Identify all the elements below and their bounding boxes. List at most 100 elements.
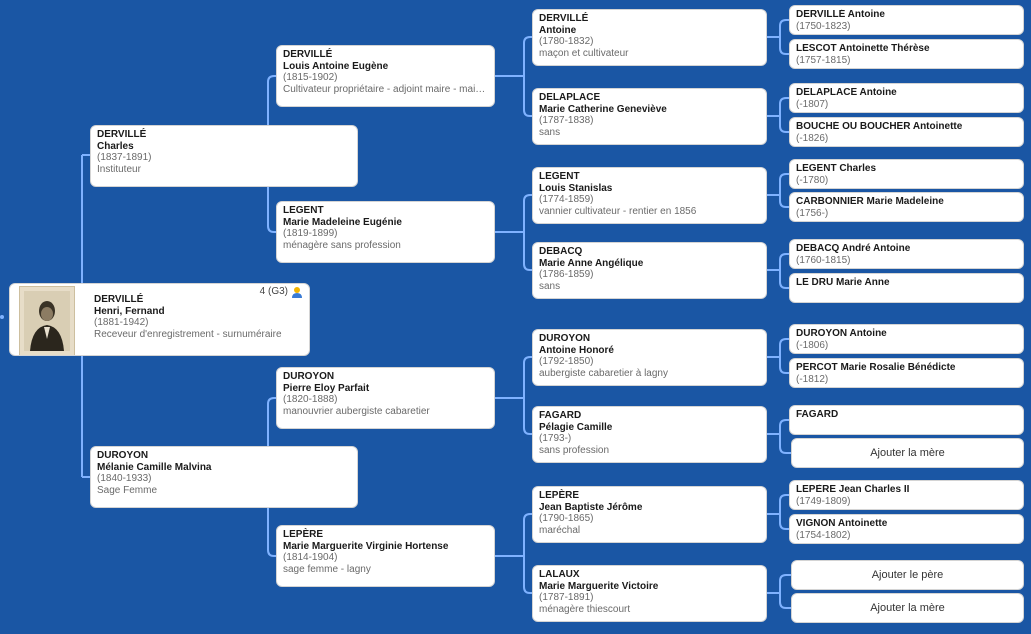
ancestor-card-gen4[interactable]: DERVILLÉ Antoine (1750-1823) xyxy=(789,5,1024,35)
person-given-name: Pélagie Camille xyxy=(539,421,613,433)
person-dates: (1792-1850) xyxy=(539,356,594,367)
person-name: DELAPLACE Antoine xyxy=(796,87,897,98)
ancestor-card-gen4[interactable]: CARBONNIER Marie Madeleine (1756-) xyxy=(789,192,1024,222)
person-given-name: Louis Stanislas xyxy=(539,182,613,194)
person-occupation: Instituteur xyxy=(97,163,141,175)
person-dates: (1760-1815) xyxy=(796,254,851,266)
generation-badge: 4 (G3) xyxy=(260,286,303,298)
ancestor-card-fmf[interactable]: LEGENT Louis Stanislas (1774-1859) vanni… xyxy=(532,167,767,224)
person-name: LE DRU Marie Anne xyxy=(796,277,890,288)
person-dates: (-1807) xyxy=(796,98,829,110)
person-surname: LALAUX xyxy=(539,569,580,580)
person-given-name: Marie Catherine Geneviève xyxy=(539,103,667,115)
person-surname: LEGENT xyxy=(539,171,580,182)
person-dates: (1814-1904) xyxy=(283,552,338,563)
person-dates: (-1826) xyxy=(796,132,829,144)
person-occupation: vannier cultivateur - rentier en 1856 xyxy=(539,205,697,217)
connector-line xyxy=(767,338,789,374)
person-dates: (1837-1891) xyxy=(97,152,152,163)
ancestor-card-gen4[interactable]: DEBACQ André Antoine (1760-1815) xyxy=(789,239,1024,269)
person-dates: (-1812) xyxy=(796,373,829,385)
person-name: DUROYON Antoine xyxy=(796,328,887,339)
add-mother-button[interactable]: Ajouter la mère xyxy=(791,438,1024,468)
ancestor-card-mmf[interactable]: LEPÈRE Jean Baptiste Jérôme (1790-1865) … xyxy=(532,486,767,543)
connector-line xyxy=(767,419,791,454)
person-dates: (1787-1838) xyxy=(539,115,594,126)
paternal-grandfather-card[interactable]: DERVILLÉ Louis Antoine Eugène (1815-1902… xyxy=(276,45,495,107)
person-surname: LEPÈRE xyxy=(539,490,580,501)
person-given-name: Antoine xyxy=(539,24,577,36)
ancestor-card-gen4[interactable]: VIGNON Antoinette (1754-1802) xyxy=(789,514,1024,544)
person-given-name: Charles xyxy=(97,140,134,152)
person-given-name: Henri, Fernand xyxy=(94,305,165,317)
paternal-grandmother-card[interactable]: LEGENT Marie Madeleine Eugénie (1819-189… xyxy=(276,201,495,263)
person-icon xyxy=(292,287,302,298)
person-surname: DERVILLÉ xyxy=(94,294,144,305)
person-name: LEGENT Charles xyxy=(796,163,877,174)
person-name: FAGARD xyxy=(796,409,839,420)
person-dates: (1749-1809) xyxy=(796,495,851,507)
person-dates: (1793-) xyxy=(539,433,572,444)
ancestor-card-gen4[interactable]: DELAPLACE Antoine (-1807) xyxy=(789,83,1024,113)
ancestor-card-gen4[interactable]: LE DRU Marie Anne xyxy=(789,273,1024,303)
connector-line xyxy=(767,173,789,208)
ancestor-card-mfm[interactable]: FAGARD Pélagie Camille (1793-) sans prof… xyxy=(532,406,767,463)
ancestor-card-gen4[interactable]: LEGENT Charles (-1780) xyxy=(789,159,1024,189)
person-surname: DEBACQ xyxy=(539,246,583,257)
person-occupation: aubergiste cabaretier à lagny xyxy=(539,367,668,379)
maternal-grandfather-card[interactable]: DUROYON Pierre Eloy Parfait (1820-1888) … xyxy=(276,367,495,429)
person-name: BOUCHÉ OU BOUCHER Antoinette xyxy=(796,121,963,132)
ancestor-card-fmm[interactable]: DEBACQ Marie Anne Angélique (1786-1859) … xyxy=(532,242,767,299)
connector-line xyxy=(767,97,789,133)
ancestor-card-mmm[interactable]: LALAUX Marie Marguerite Victoire (1787-1… xyxy=(532,565,767,622)
person-occupation: Receveur d'enregistrement - surnuméraire xyxy=(94,328,282,340)
person-surname: DERVILLÉ xyxy=(97,129,147,140)
ancestor-card-gen4[interactable]: LESCOT Antoinette Thérèse (1757-1815) xyxy=(789,39,1024,69)
root-person-card[interactable]: 4 (G3) DERVILLÉ Henri, Fernand (1881-194… xyxy=(9,283,310,356)
person-given-name: Marie Marguerite Victoire xyxy=(539,580,659,592)
person-given-name: Jean Baptiste Jérôme xyxy=(539,501,643,513)
person-dates: (1819-1899) xyxy=(283,228,338,239)
connector-line xyxy=(495,36,532,117)
connector-line xyxy=(767,494,789,530)
ancestor-card-gen4[interactable]: PERCOT Marie Rosalie Bénédicte (-1812) xyxy=(789,358,1024,388)
person-name: DEBACQ André Antoine xyxy=(796,243,911,254)
person-photo xyxy=(19,286,75,355)
person-dates: (1754-1802) xyxy=(796,529,851,541)
ancestor-card-gen4[interactable]: LEPÈRE Jean Charles II (1749-1809) xyxy=(789,480,1024,510)
person-occupation: manouvrier aubergiste cabaretier xyxy=(283,405,430,417)
person-given-name: Marie Anne Angélique xyxy=(539,257,644,269)
person-surname: FAGARD xyxy=(539,410,582,421)
add-father-label: Ajouter le père xyxy=(871,569,944,581)
connector-line xyxy=(767,574,791,609)
person-surname: DERVILLÉ xyxy=(283,49,333,60)
person-dates: (1815-1902) xyxy=(283,72,338,83)
generation-badge-text: 4 (G3) xyxy=(259,286,288,298)
ancestor-card-fff[interactable]: DERVILLÉ Antoine (1780-1832) maçon et cu… xyxy=(532,9,767,66)
person-given-name: Marie Marguerite Virginie Hortense xyxy=(283,540,449,552)
person-surname: LEPÈRE xyxy=(283,529,324,540)
maternal-grandmother-card[interactable]: LEPÈRE Marie Marguerite Virginie Hortens… xyxy=(276,525,495,587)
ancestor-card-gen4[interactable]: DUROYON Antoine (-1806) xyxy=(789,324,1024,354)
person-name: LEPÈRE Jean Charles II xyxy=(796,484,910,495)
ancestor-card-gen4[interactable]: BOUCHÉ OU BOUCHER Antoinette (-1826) xyxy=(789,117,1024,147)
person-occupation: maréchal xyxy=(539,524,581,536)
person-surname: DUROYON xyxy=(97,450,149,461)
add-mother-button[interactable]: Ajouter la mère xyxy=(791,593,1024,623)
father-card[interactable]: DERVILLÉ Charles (1837-1891) Instituteur xyxy=(90,125,358,187)
ancestor-card-ffm[interactable]: DELAPLACE Marie Catherine Geneviève (178… xyxy=(532,88,767,145)
person-dates: (1756-) xyxy=(796,207,829,219)
person-occupation: maçon et cultivateur xyxy=(539,47,629,59)
person-dates: (1787-1891) xyxy=(539,592,594,603)
expand-children-handle[interactable] xyxy=(0,315,4,319)
person-occupation: sage femme - lagny xyxy=(283,563,371,575)
mother-card[interactable]: DUROYON Mélanie Camille Malvina (1840-19… xyxy=(90,446,358,508)
person-occupation: Sage Femme xyxy=(97,484,158,496)
ancestor-card-mff[interactable]: DUROYON Antoine Honoré (1792-1850) auber… xyxy=(532,329,767,386)
person-occupation: sans xyxy=(539,126,561,138)
ancestor-card-gen4[interactable]: FAGARD xyxy=(789,405,1024,435)
add-father-button[interactable]: Ajouter le père xyxy=(791,560,1024,590)
person-dates: (-1780) xyxy=(796,174,829,186)
person-surname: DUROYON xyxy=(283,371,335,382)
